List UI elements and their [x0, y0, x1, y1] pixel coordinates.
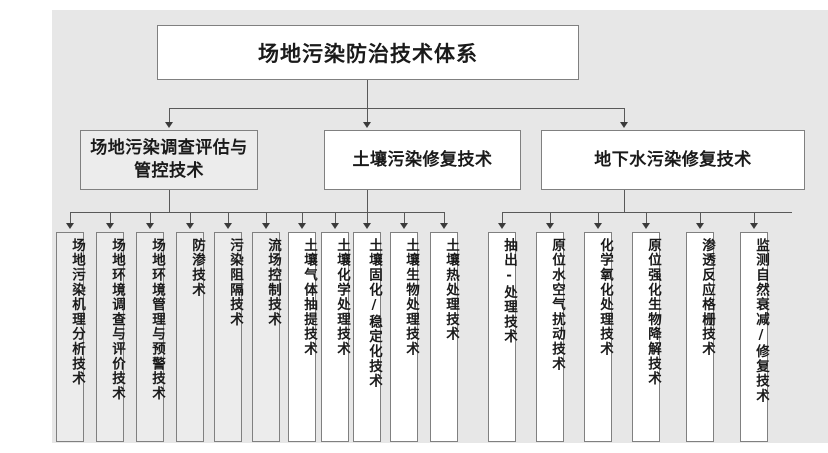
- connector-bus-groundwater: [502, 212, 792, 213]
- leaf-label: 原位水空气扰动技术: [549, 238, 565, 372]
- leaf-node: 原位水空气扰动技术: [536, 232, 565, 442]
- arrow-down-icon: [594, 223, 602, 229]
- connector-leaf-drop: [700, 212, 701, 224]
- connector-root-bus: [169, 108, 624, 109]
- arrow-down-icon: [146, 223, 154, 229]
- connector-root-stem: [367, 80, 368, 108]
- connector-drop-1: [169, 108, 170, 123]
- leaf-node: 土壤固化/稳定化技术: [353, 232, 382, 442]
- leaf-node: 土壤生物处理技术: [390, 232, 419, 442]
- connector-leaf-drop: [502, 212, 503, 224]
- leaf-label: 场地污染机理分析技术: [69, 238, 85, 386]
- connector-leaf-drop: [190, 212, 191, 224]
- arrow-down-icon: [546, 223, 554, 229]
- connector-leaf-drop: [367, 212, 368, 224]
- branch-node-soil: 土壤污染修复技术: [324, 130, 521, 190]
- leaf-node: 土壤化学处理技术: [321, 232, 350, 442]
- arrow-down-icon: [186, 223, 194, 229]
- arrow-down-icon: [620, 122, 628, 128]
- arrow-down-icon: [400, 223, 408, 229]
- connector-stem-groundwater: [624, 190, 625, 212]
- connector-leaf-drop: [754, 212, 755, 224]
- connector-leaf-drop: [150, 212, 151, 224]
- arrow-down-icon: [498, 223, 506, 229]
- leaf-node: 渗透反应格栅技术: [686, 232, 715, 442]
- arrow-down-icon: [298, 223, 306, 229]
- connector-bus-survey: [70, 212, 303, 213]
- leaf-node: 防渗技术: [176, 232, 205, 442]
- arrow-down-icon: [331, 223, 339, 229]
- connector-leaf-drop: [266, 212, 267, 224]
- leaf-label: 场地环境管理与预警技术: [149, 238, 165, 401]
- arrow-down-icon: [165, 122, 173, 128]
- branch-node-survey: 场地污染调查评估与管控技术: [80, 130, 258, 190]
- leaf-node: 土壤热处理技术: [430, 232, 459, 442]
- leaf-label: 场地环境调查与评价技术: [109, 238, 125, 401]
- connector-stem-soil: [367, 190, 368, 212]
- arrow-down-icon: [440, 223, 448, 229]
- connector-leaf-drop: [335, 212, 336, 224]
- arrow-down-icon: [696, 223, 704, 229]
- arrow-down-icon: [66, 223, 74, 229]
- branch-node-groundwater: 地下水污染修复技术: [541, 130, 805, 190]
- connector-leaf-drop: [302, 212, 303, 224]
- leaf-label: 防渗技术: [189, 238, 205, 298]
- leaf-label: 土壤热处理技术: [443, 238, 459, 342]
- leaf-node: 场地污染机理分析技术: [56, 232, 85, 442]
- leaf-label: 原位强化生物降解技术: [645, 238, 661, 386]
- leaf-node: 抽出-处理技术: [488, 232, 517, 442]
- leaf-label: 土壤固化/稳定化技术: [366, 238, 382, 389]
- connector-leaf-drop: [598, 212, 599, 224]
- leaf-label: 土壤化学处理技术: [334, 238, 350, 357]
- connector-leaf-drop: [110, 212, 111, 224]
- connector-leaf-drop: [228, 212, 229, 224]
- connector-drop-3: [624, 108, 625, 123]
- leaf-label: 流场控制技术: [265, 238, 281, 327]
- leaf-node: 场地环境管理与预警技术: [136, 232, 165, 442]
- leaf-label: 监测自然衰减/修复技术: [753, 238, 769, 404]
- leaf-label: 土壤气体抽提技术: [301, 238, 317, 357]
- arrow-down-icon: [262, 223, 270, 229]
- connector-drop-2: [367, 108, 368, 123]
- arrow-down-icon: [363, 122, 371, 128]
- root-node: 场地污染防治技术体系: [157, 25, 579, 80]
- connector-leaf-drop: [444, 212, 445, 224]
- leaf-label: 化学氧化处理技术: [597, 238, 613, 357]
- connector-leaf-drop: [404, 212, 405, 224]
- leaf-node: 土壤气体抽提技术: [288, 232, 317, 442]
- leaf-node: 流场控制技术: [252, 232, 281, 442]
- leaf-node: 污染阻隔技术: [214, 232, 243, 442]
- leaf-node: 监测自然衰减/修复技术: [740, 232, 769, 442]
- leaf-label: 污染阻隔技术: [227, 238, 243, 327]
- connector-leaf-drop: [550, 212, 551, 224]
- connector-bus-soil: [302, 212, 444, 213]
- leaf-node: 化学氧化处理技术: [584, 232, 613, 442]
- leaf-label: 渗透反应格栅技术: [699, 238, 715, 357]
- arrow-down-icon: [363, 223, 371, 229]
- leaf-node: 场地环境调查与评价技术: [96, 232, 125, 442]
- connector-leaf-drop: [646, 212, 647, 224]
- leaf-label: 抽出-处理技术: [501, 238, 517, 345]
- arrow-down-icon: [750, 223, 758, 229]
- diagram-canvas: 场地污染防治技术体系 场地污染调查评估与管控技术 土壤污染修复技术 地下水污染修…: [52, 10, 828, 443]
- arrow-down-icon: [224, 223, 232, 229]
- leaf-node: 原位强化生物降解技术: [632, 232, 661, 442]
- connector-stem-survey: [169, 190, 170, 212]
- connector-leaf-drop: [70, 212, 71, 224]
- arrow-down-icon: [642, 223, 650, 229]
- arrow-down-icon: [106, 223, 114, 229]
- leaf-label: 土壤生物处理技术: [403, 238, 419, 357]
